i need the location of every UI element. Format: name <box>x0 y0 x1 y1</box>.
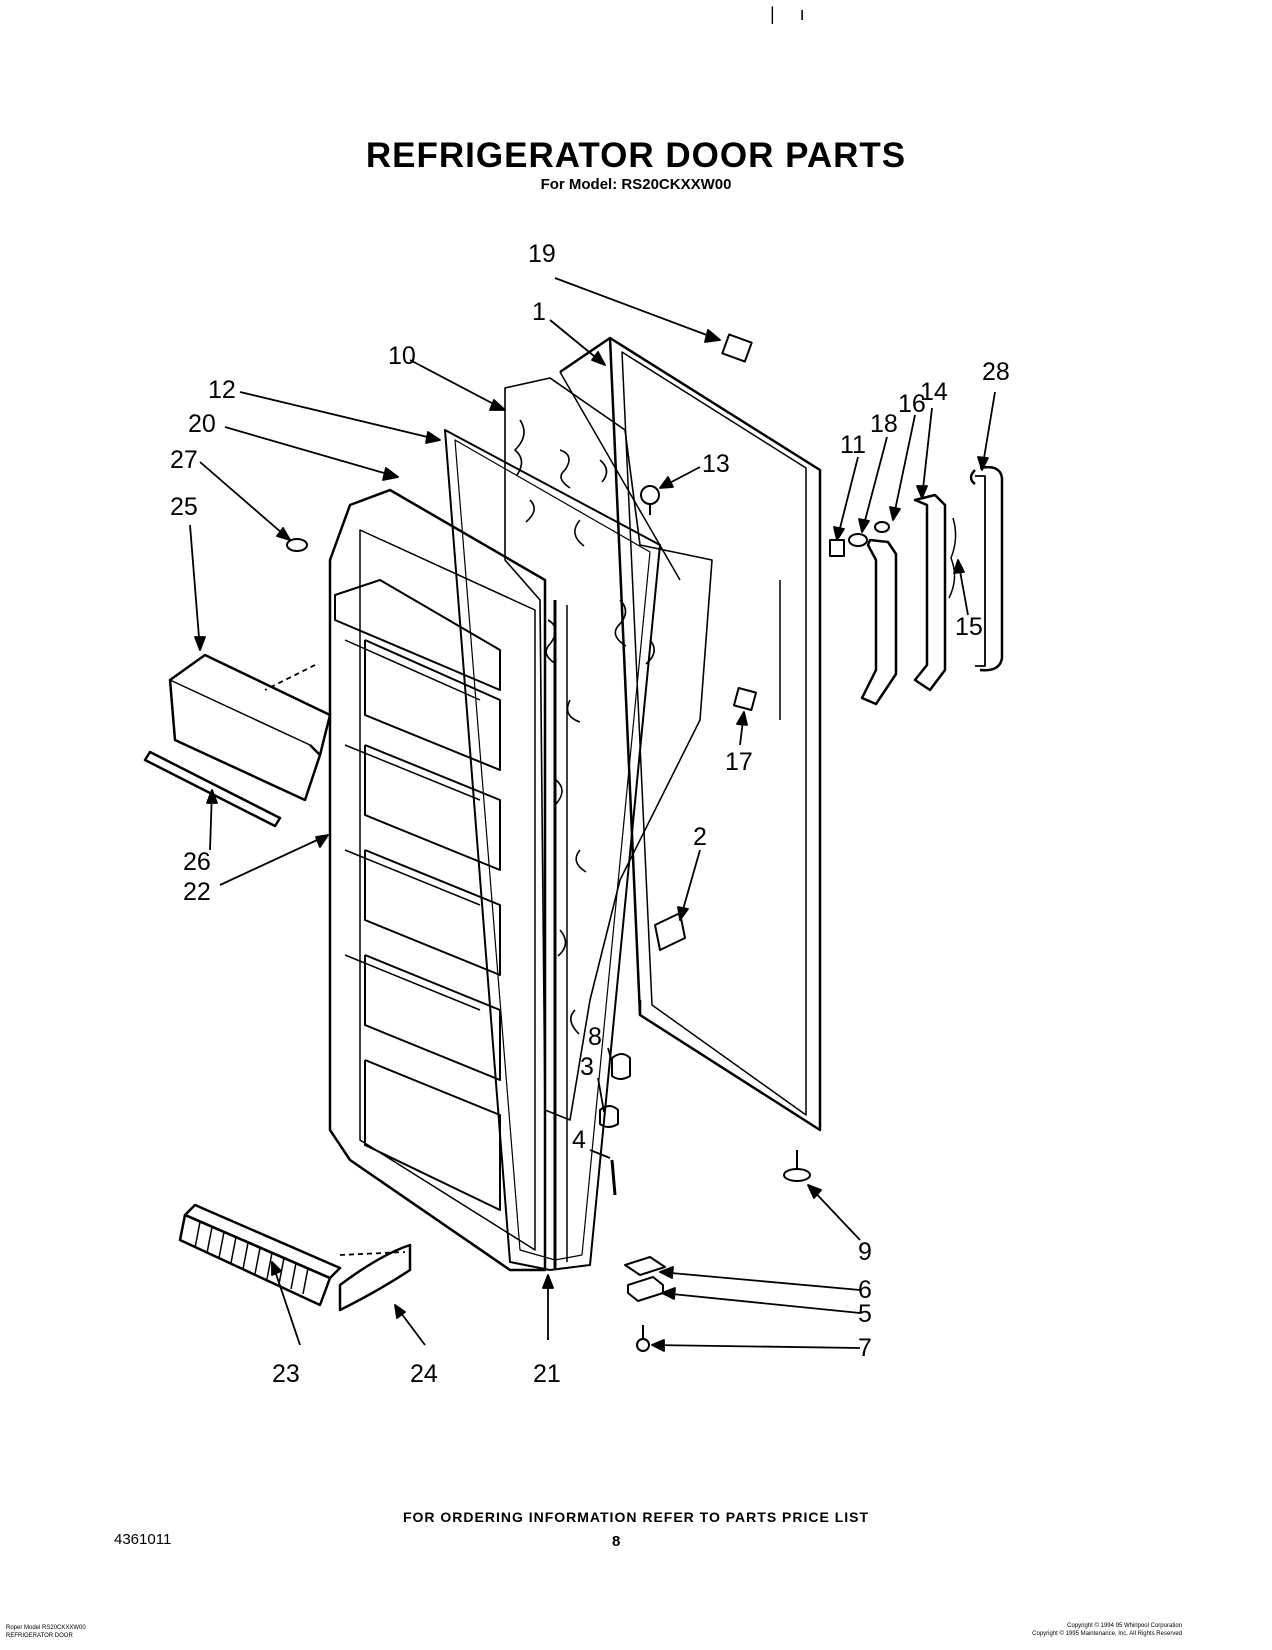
callout-10: 10 <box>388 342 416 370</box>
page-title: REFRIGERATOR DOOR PARTS <box>365 136 907 175</box>
door-stop <box>338 1243 412 1312</box>
callout-16: 16 <box>898 390 926 418</box>
callout-28: 28 <box>982 358 1010 386</box>
handle-bracket-lower <box>860 538 898 706</box>
callout-labels: 19 1 10 12 20 27 25 13 28 14 16 18 11 15… <box>170 240 1010 1388</box>
handle-bracket <box>913 493 947 692</box>
model-footnote: Roper Model RS20CKXXW00 REFRIGERATOR DOO… <box>6 1624 86 1640</box>
callout-27: 27 <box>170 446 198 474</box>
callout-25: 25 <box>170 493 198 521</box>
handle <box>969 465 1004 672</box>
foam-insulation <box>504 377 713 1121</box>
callout-18: 18 <box>870 410 898 438</box>
model-footnote-line-1: Roper Model RS20CKXXW00 <box>6 1625 86 1631</box>
scan-marks: | ı <box>770 4 805 24</box>
document-number: 4361011 <box>114 1531 172 1548</box>
grille <box>178 1203 342 1307</box>
dairy-door <box>168 653 332 802</box>
copyright-notice: Copyright © 1994 95 Whirlpool Corporatio… <box>1032 1622 1182 1638</box>
page-number: 8 <box>612 1533 621 1550</box>
callout-1: 1 <box>532 298 546 326</box>
callout-9: 9 <box>858 1238 872 1266</box>
callout-20: 20 <box>188 410 216 438</box>
callout-24: 24 <box>410 1360 438 1388</box>
copyright-line-1: Copyright © 1994 95 Whirlpool Corporatio… <box>1067 1623 1182 1629</box>
callout-22: 22 <box>183 878 211 906</box>
callout-7: 7 <box>858 1334 872 1362</box>
callout-5: 5 <box>858 1300 872 1328</box>
door-gasket <box>444 429 661 1271</box>
callout-21: 21 <box>533 1360 561 1388</box>
callout-12: 12 <box>208 376 236 404</box>
callout-17: 17 <box>725 748 753 776</box>
callout-14: 14 <box>920 378 948 406</box>
ordering-note: FOR ORDERING INFORMATION REFER TO PARTS … <box>402 1509 870 1525</box>
callout-15: 15 <box>955 613 983 641</box>
callout-11: 11 <box>840 431 866 459</box>
callout-8: 8 <box>588 1023 602 1051</box>
outer-door-panel <box>559 336 822 1132</box>
model-footnote-line-2: REFRIGERATOR DOOR <box>6 1633 73 1639</box>
callout-4: 4 <box>572 1126 586 1154</box>
dairy-door-trim <box>143 750 282 828</box>
callout-6: 6 <box>858 1276 872 1304</box>
inner-door-liner <box>328 488 547 1272</box>
callout-19: 19 <box>528 240 556 268</box>
callout-13: 13 <box>702 450 730 478</box>
leader-lines <box>189 277 996 1352</box>
callout-3: 3 <box>580 1053 594 1081</box>
copyright-line-2: Copyright © 1995 Maintenance, Inc. All R… <box>1032 1631 1182 1637</box>
callout-26: 26 <box>183 848 211 876</box>
model-subtitle: For Model: RS20CKXXW00 <box>540 176 732 193</box>
callout-2: 2 <box>693 823 707 851</box>
callout-23: 23 <box>272 1360 300 1388</box>
